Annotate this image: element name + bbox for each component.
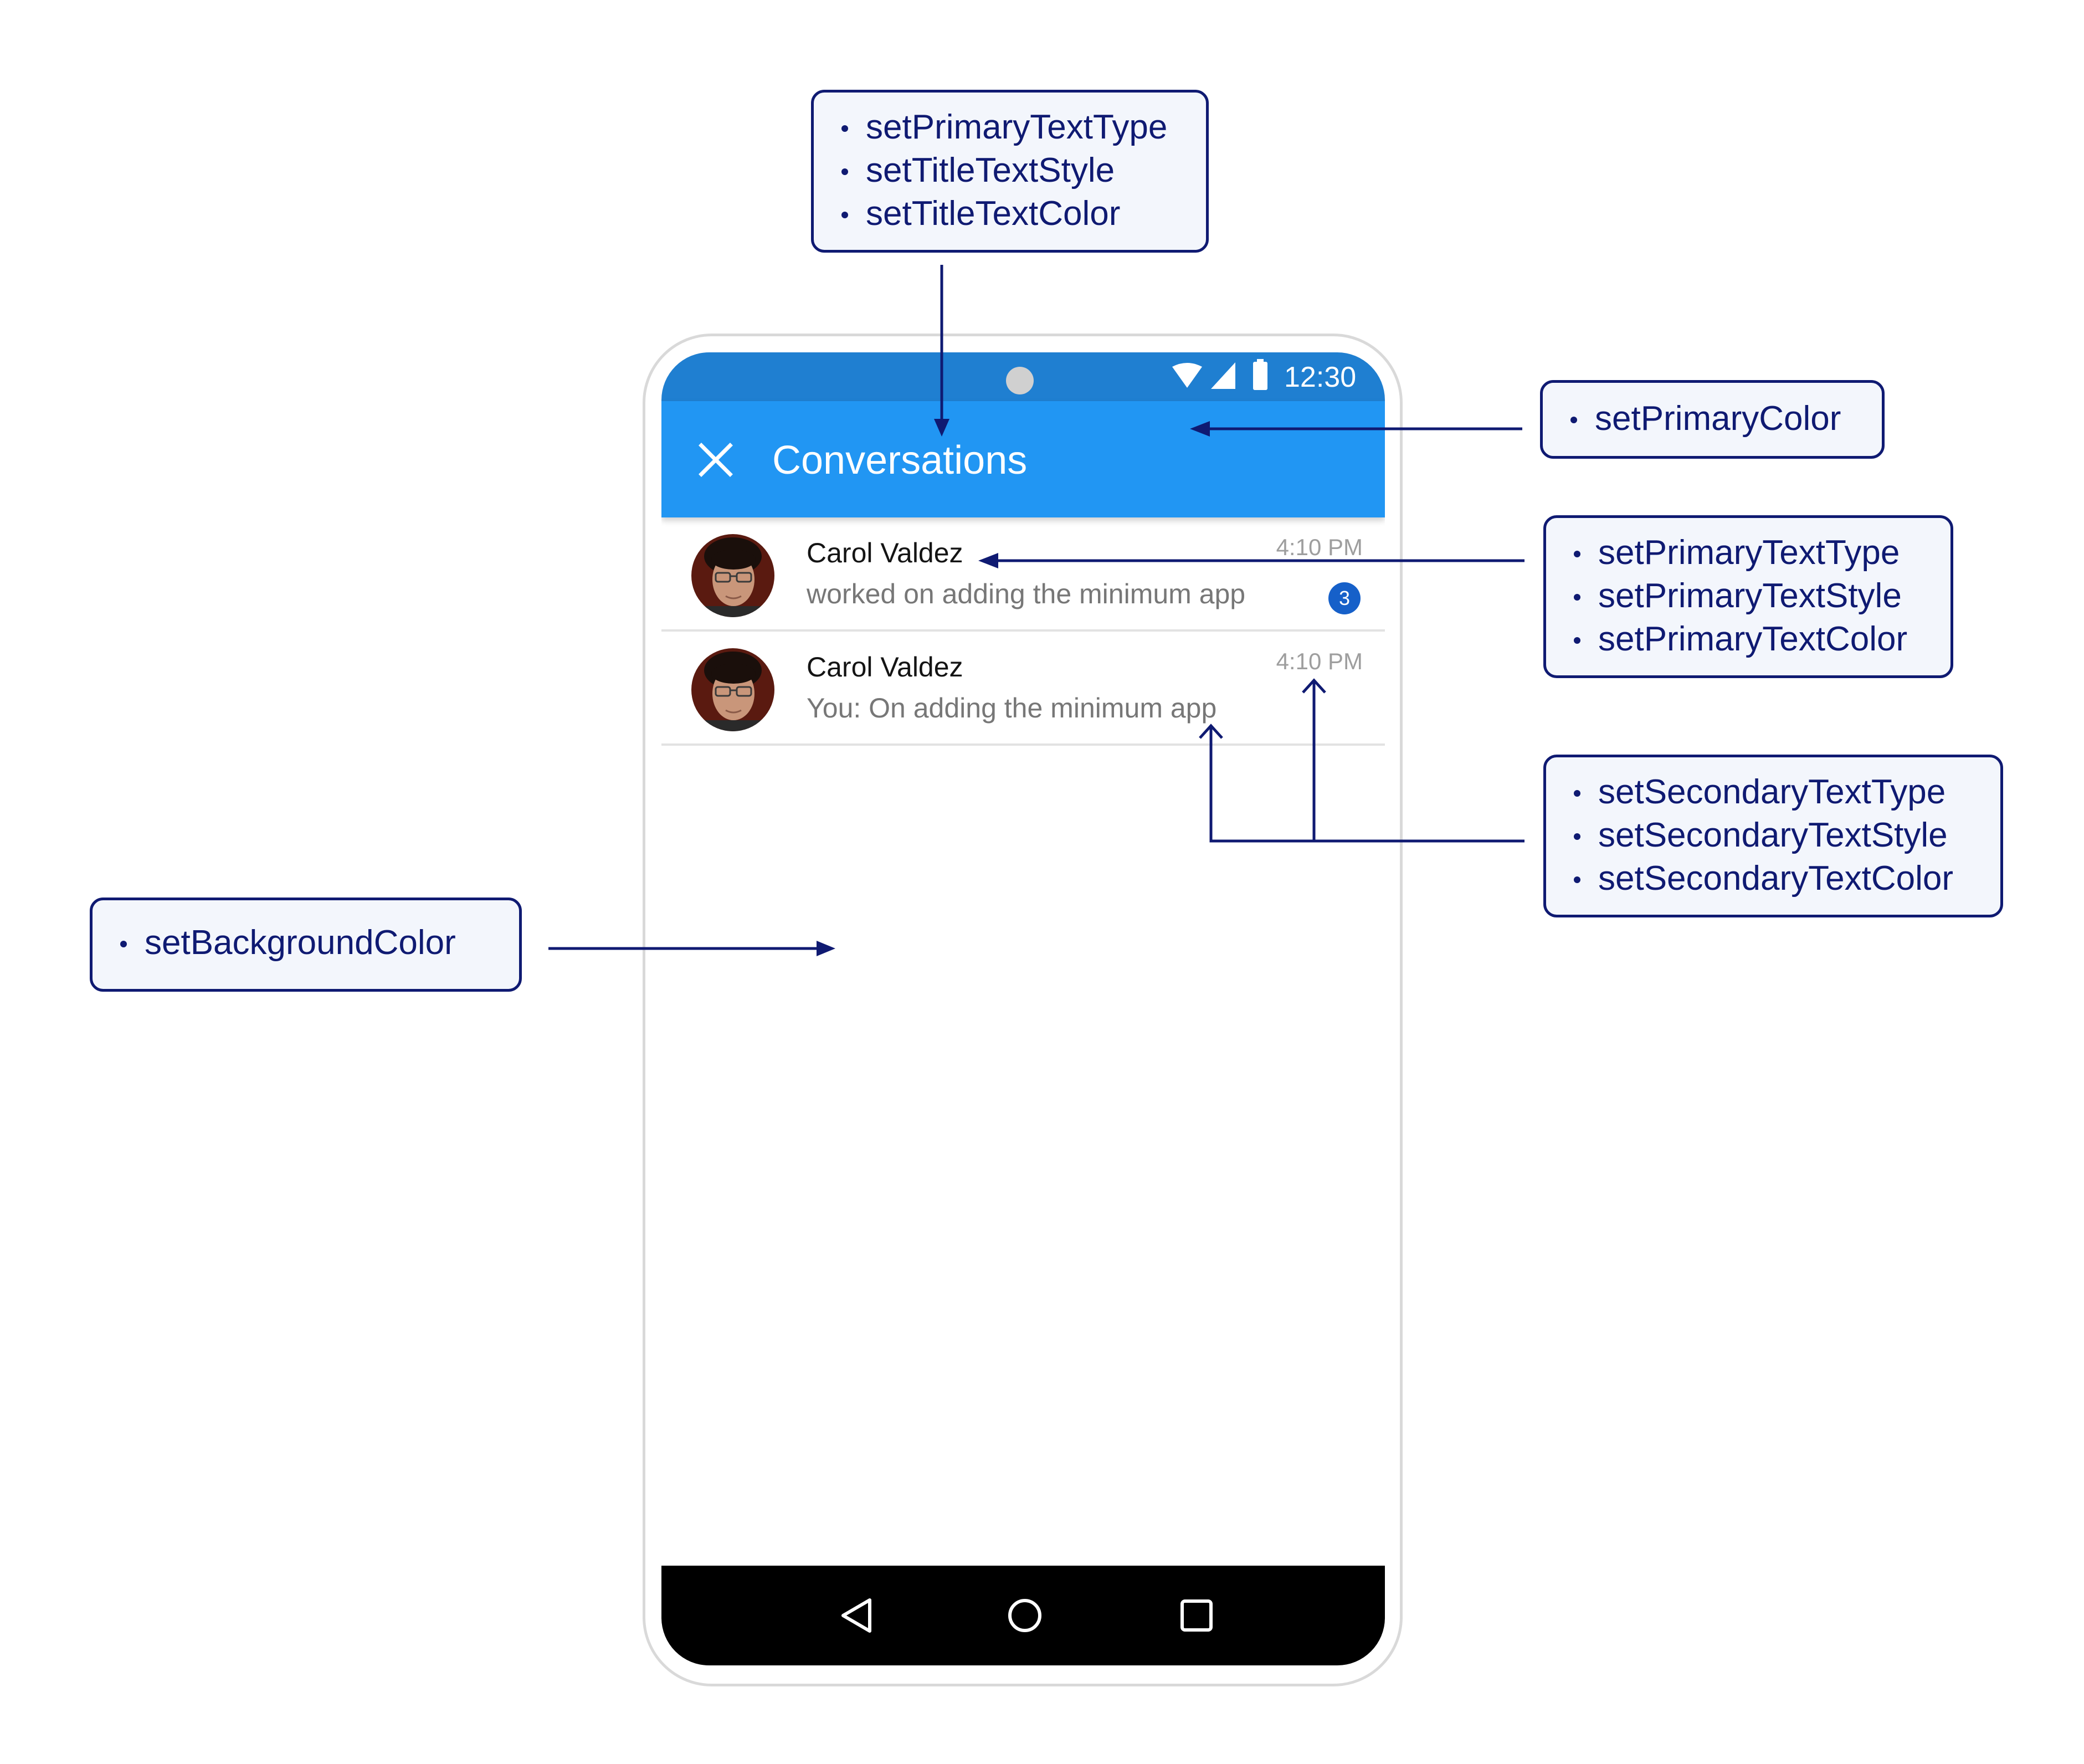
callout-item: setPrimaryTextType xyxy=(1566,531,1935,575)
callout-background: setBackgroundColor xyxy=(90,898,522,992)
app-title: Conversations xyxy=(772,438,1028,483)
close-icon[interactable] xyxy=(698,442,733,478)
phone-screen: 12:30 Conversations Car xyxy=(661,352,1385,1665)
conversation-name: Carol Valdez xyxy=(807,652,963,683)
avatar xyxy=(691,534,774,617)
callout-item: setSecondaryTextType xyxy=(1566,771,1985,814)
wifi-icon xyxy=(1172,363,1202,388)
callout-secondary-text: setSecondaryTextType setSecondaryTextSty… xyxy=(1543,755,2003,917)
back-icon[interactable] xyxy=(840,1598,873,1633)
conversation-time: 4:10 PM xyxy=(1276,534,1363,560)
callout-item: setTitleTextColor xyxy=(834,192,1190,235)
camera-dot xyxy=(1006,367,1034,394)
callout-item: setSecondaryTextStyle xyxy=(1566,814,1985,857)
status-time: 12:30 xyxy=(1284,361,1357,393)
conversation-message: You: On adding the minimum app xyxy=(807,693,1217,724)
callout-item: setPrimaryTextStyle xyxy=(1566,575,1935,618)
status-bar: 12:30 xyxy=(661,352,1385,401)
callout-item: setSecondaryTextColor xyxy=(1566,857,1985,900)
conversation-row[interactable]: Carol Valdez worked on adding the minimu… xyxy=(661,517,1385,632)
navigation-bar xyxy=(661,1566,1385,1665)
conversation-name: Carol Valdez xyxy=(807,537,963,568)
callout-primary-color: setPrimaryColor xyxy=(1540,380,1885,459)
callout-item: setPrimaryColor xyxy=(1563,397,1866,440)
signal-icon xyxy=(1211,362,1235,389)
callout-title: setPrimaryTextType setTitleTextStyle set… xyxy=(811,90,1209,253)
callout-item: setTitleTextStyle xyxy=(834,149,1190,192)
conversation-message: worked on adding the minimum app xyxy=(807,578,1246,609)
callout-item: setPrimaryTextType xyxy=(834,106,1190,149)
home-icon[interactable] xyxy=(1007,1598,1043,1633)
conversation-time: 4:10 PM xyxy=(1276,648,1363,674)
callout-item: setBackgroundColor xyxy=(112,921,504,965)
app-bar: Conversations xyxy=(661,401,1385,517)
recents-icon[interactable] xyxy=(1180,1599,1213,1632)
unread-badge: 3 xyxy=(1328,582,1361,614)
avatar xyxy=(691,648,774,731)
conversation-row[interactable]: Carol Valdez You: On adding the minimum … xyxy=(661,632,1385,746)
callout-primary-text: setPrimaryTextType setPrimaryTextStyle s… xyxy=(1543,515,1953,678)
battery-icon xyxy=(1253,359,1267,390)
callout-item: setPrimaryTextColor xyxy=(1566,618,1935,661)
